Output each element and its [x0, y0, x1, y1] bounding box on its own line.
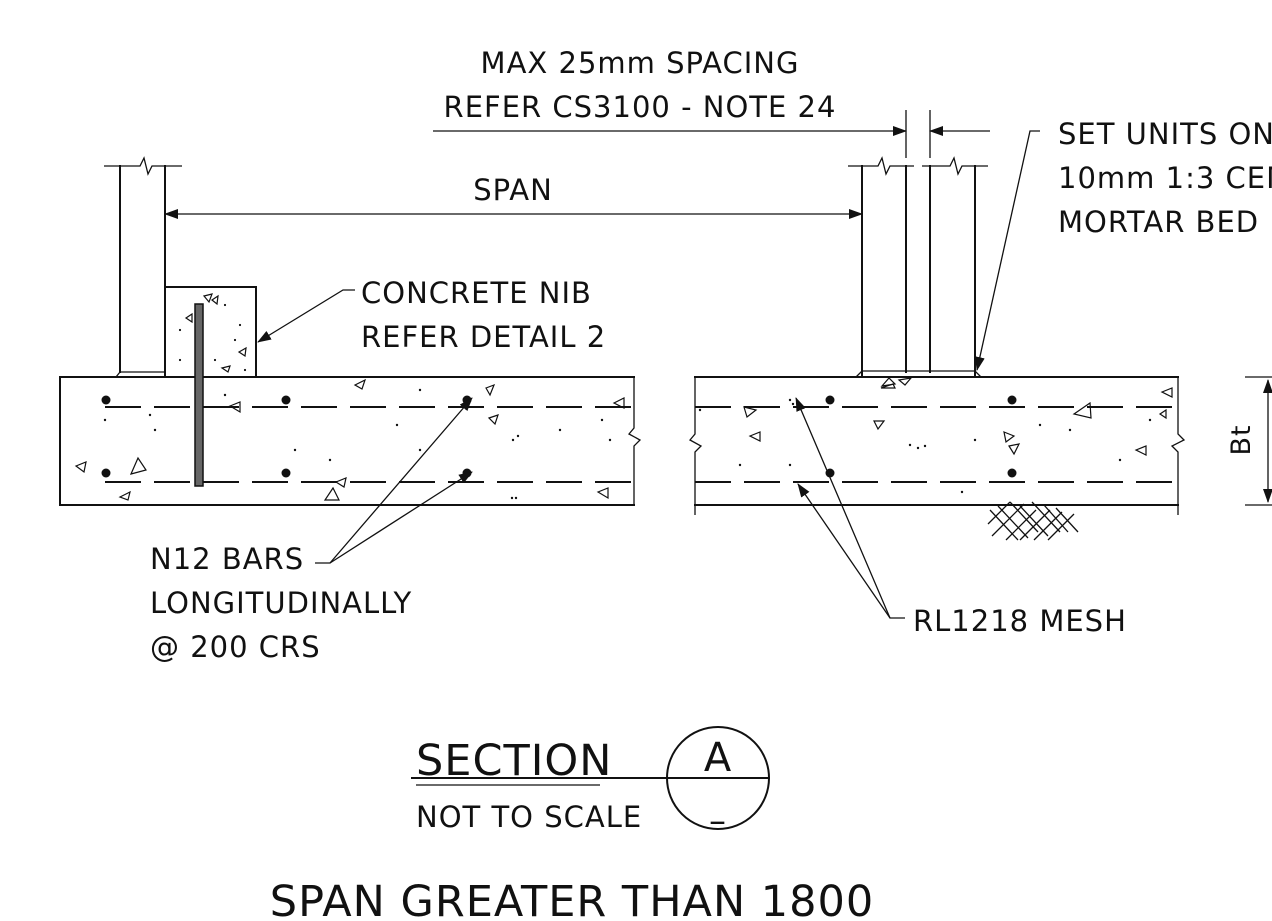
- bars-note-line2: LONGITUDINALLY: [150, 586, 412, 620]
- drawing-caption: SPAN GREATER THAN 1800: [270, 877, 874, 921]
- set-units-note-line3: MORTAR BED: [1058, 205, 1259, 239]
- spacing-note-line2: REFER CS3100 - NOTE 24: [444, 90, 837, 124]
- bars-note-line3: @ 200 CRS: [150, 630, 321, 664]
- nib-note-line1: CONCRETE NIB: [361, 276, 592, 310]
- bar-dot: [1007, 395, 1017, 405]
- leader-lines: [257, 130, 1040, 619]
- set-units-note-line1: SET UNITS ON: [1058, 117, 1272, 151]
- bar-dot: [1007, 468, 1017, 478]
- section-scale-note: NOT TO SCALE: [416, 800, 642, 834]
- set-units-note-line2: 10mm 1:3 CEME: [1058, 161, 1272, 195]
- mesh-note: RL1218 MESH: [913, 604, 1127, 638]
- section-marker-circle: [666, 726, 770, 830]
- bar-dot: [825, 395, 835, 405]
- right-wall-units: [848, 110, 988, 387]
- nib-note-line2: REFER DETAIL 2: [361, 320, 606, 354]
- left-wall-unit: [104, 156, 182, 378]
- section-marker-sheet: –: [709, 801, 727, 841]
- right-slab: [688, 376, 1186, 515]
- soil-hatch: [987, 501, 1079, 541]
- thickness-label: Bt: [1226, 424, 1257, 455]
- bar-dot: [281, 468, 291, 478]
- bar-dot: [281, 395, 291, 405]
- dowel-bar: [194, 303, 204, 487]
- bar-dot: [101, 395, 111, 405]
- concrete-nib: [164, 286, 257, 378]
- section-title-block: SECTION NOT TO SCALE A –: [411, 726, 770, 841]
- spacing-note-line1: MAX 25mm SPACING: [481, 46, 800, 80]
- bars-note-line1: N12 BARS: [150, 542, 304, 576]
- span-label: SPAN: [473, 173, 553, 207]
- section-marker-letter: A: [704, 735, 732, 781]
- bar-dot: [101, 468, 111, 478]
- thickness-dimension: [1245, 376, 1272, 506]
